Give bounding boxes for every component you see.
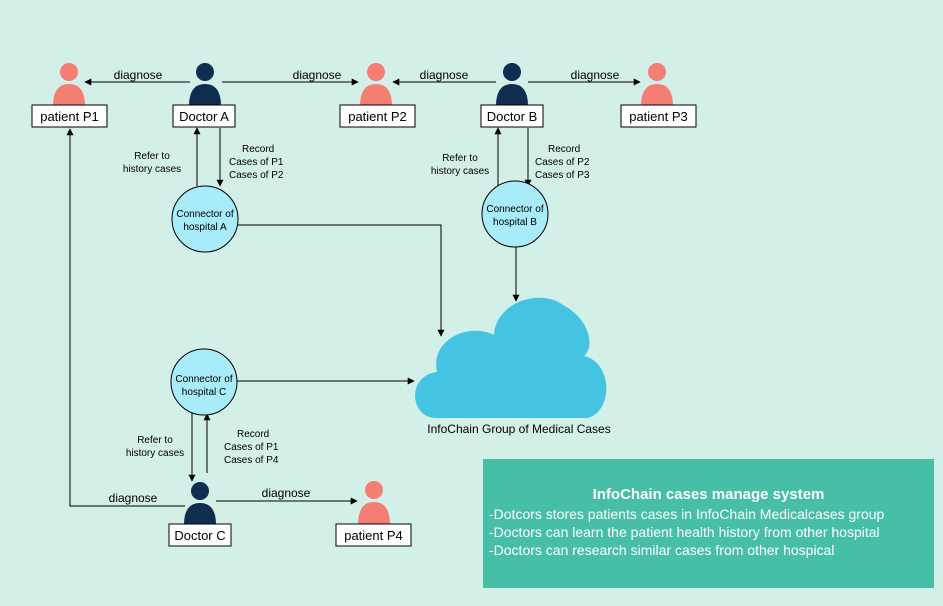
connector-label-line2: hospital C: [182, 387, 226, 398]
label-record-c-1: Record: [237, 429, 269, 440]
info-panel: InfoChain cases manage system -Dotcors s…: [483, 459, 934, 588]
edges: [66, 78, 641, 507]
doctor-box: [168, 523, 232, 547]
person-icon: [189, 84, 221, 106]
label-record-c-2: Cases of P1: [224, 442, 279, 453]
label-diagnose-c-p4: diagnose: [262, 486, 311, 500]
person-icon: [365, 481, 383, 499]
cloud-label: InfoChain Group of Medical Cases: [427, 422, 610, 436]
edge-connector-a-to-cloud: [237, 224, 445, 337]
person-icon: [360, 84, 392, 106]
info-panel-line: -Doctors can learn the patient health hi…: [489, 524, 880, 540]
doctor-a: Doctor A: [172, 63, 236, 128]
label-refer-c-2: history cases: [126, 448, 184, 459]
doctor-label: Doctor A: [179, 109, 229, 124]
edge-labels: diagnose diagnose diagnose diagnose diag…: [109, 68, 620, 505]
label-record-a-3: Cases of P2: [229, 170, 284, 181]
edge-doctor-c-to-p1: [66, 128, 185, 507]
cloud-icon: [415, 297, 607, 418]
label-diagnose-c-p1: diagnose: [109, 491, 158, 505]
doctor-box: [480, 104, 544, 128]
doctor-box: [172, 104, 236, 128]
patient-box: [31, 104, 108, 128]
label-refer-a-1: Refer to: [134, 151, 170, 162]
label-record-a-1: Record: [242, 144, 274, 155]
person-icon: [184, 503, 216, 525]
connector-label-line2: hospital A: [183, 222, 227, 233]
label-diagnose-b-p3: diagnose: [571, 68, 620, 82]
label-diagnose-b-p2: diagnose: [420, 68, 469, 82]
person-icon: [60, 63, 78, 81]
connector-hospital-c: Connector of hospital C: [170, 348, 238, 416]
connector-label-line1: Connector of: [176, 209, 233, 220]
person-icon: [196, 63, 214, 81]
patient-p4: patient P4: [335, 481, 412, 547]
doctor-label: Doctor B: [487, 109, 538, 124]
connector-label-line1: Connector of: [175, 374, 232, 385]
connector-node: [170, 348, 238, 416]
label-record-b-1: Record: [548, 144, 580, 155]
patient-box: [620, 104, 697, 128]
label-record-a-2: Cases of P1: [229, 157, 284, 168]
info-panel-line: -Dotcors stores patients cases in InfoCh…: [489, 506, 885, 522]
connector-node: [171, 185, 239, 253]
person-icon: [358, 502, 390, 525]
label-refer-a-2: history cases: [123, 164, 181, 175]
patient-box: [335, 523, 412, 547]
label-diagnose-a-p1: diagnose: [114, 68, 163, 82]
connector-label-line2: hospital B: [493, 217, 537, 228]
doctor-c: Doctor C: [168, 482, 232, 547]
person-icon: [367, 63, 385, 81]
label-record-b-3: Cases of P3: [535, 170, 590, 181]
connector-hospital-b: Connector of hospital B: [481, 180, 549, 248]
label-refer-b-1: Refer to: [442, 153, 478, 164]
doctor-b: Doctor B: [480, 63, 544, 128]
label-diagnose-a-p2: diagnose: [293, 68, 342, 82]
person-icon: [641, 84, 673, 106]
patient-label: patient P1: [40, 109, 99, 124]
doctor-label: Doctor C: [174, 528, 225, 543]
patient-box: [339, 104, 416, 128]
patient-label: patient P3: [629, 109, 688, 124]
patient-label: patient P2: [348, 109, 407, 124]
person-icon: [191, 482, 209, 500]
patient-label: patient P4: [344, 528, 403, 543]
connector-hospital-a: Connector of hospital A: [171, 185, 239, 253]
person-icon: [53, 84, 85, 106]
cloud-medical-cases: InfoChain Group of Medical Cases: [415, 297, 611, 436]
patient-p2: patient P2: [339, 63, 416, 128]
patient-p3: patient P3: [620, 63, 697, 128]
info-panel-line: -Doctors can research similar cases from…: [489, 542, 835, 558]
label-record-c-3: Cases of P4: [224, 455, 279, 466]
info-panel-title: InfoChain cases manage system: [592, 486, 825, 503]
label-refer-b-2: history cases: [431, 166, 489, 177]
person-icon: [496, 84, 528, 106]
label-refer-c-1: Refer to: [137, 435, 173, 446]
person-icon: [503, 63, 521, 81]
person-icon: [648, 63, 666, 81]
connector-label-line1: Connector of: [486, 204, 543, 215]
connector-node: [481, 180, 549, 248]
patient-p1: patient P1: [31, 63, 108, 128]
label-record-b-2: Cases of P2: [535, 157, 590, 168]
